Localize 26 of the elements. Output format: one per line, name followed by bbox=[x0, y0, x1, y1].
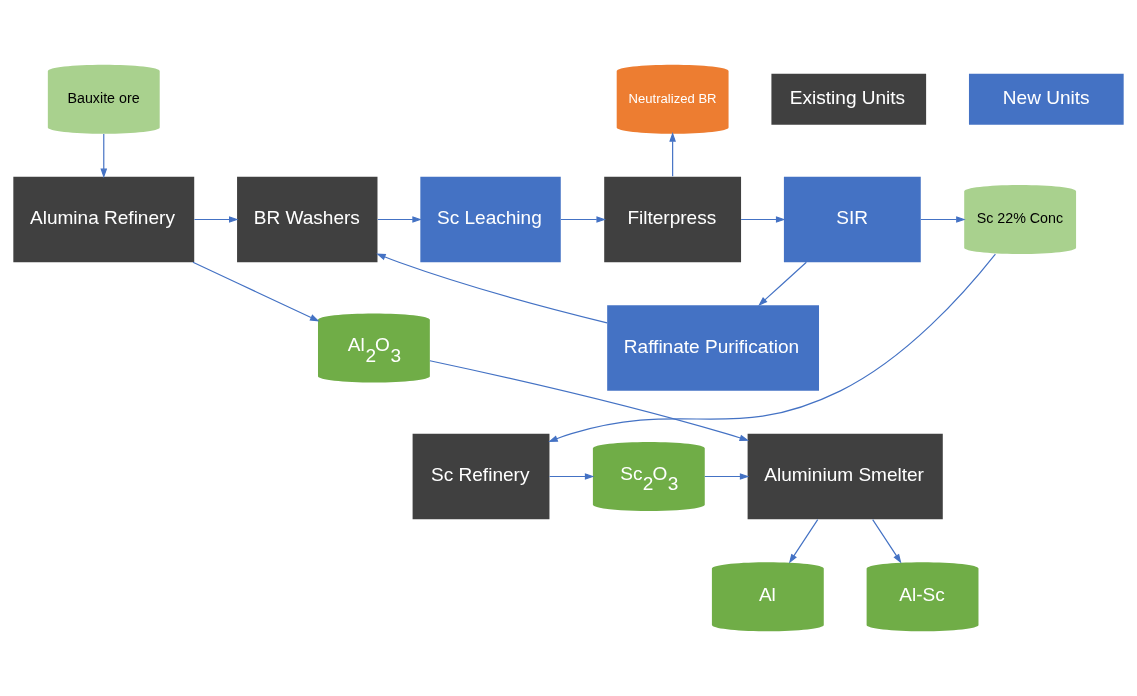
node-box: Sc Refinery bbox=[412, 433, 550, 520]
arrow bbox=[376, 253, 608, 324]
arrow bbox=[704, 473, 750, 480]
node-box: Sc Leaching bbox=[420, 176, 561, 263]
legend-label: Existing Units bbox=[789, 86, 906, 108]
arrow bbox=[192, 261, 320, 322]
arrow bbox=[788, 519, 819, 564]
arrow bbox=[872, 519, 902, 564]
arrow bbox=[740, 216, 786, 223]
arrow bbox=[560, 216, 606, 223]
arrow bbox=[920, 216, 966, 223]
arrow bbox=[429, 360, 750, 442]
node-box: Filterpress bbox=[604, 176, 742, 263]
legend-label: New Units bbox=[1002, 86, 1090, 108]
arrow bbox=[669, 132, 676, 177]
arrow bbox=[377, 216, 422, 223]
node-box: Aluminium Smelter bbox=[747, 433, 943, 520]
arrow bbox=[548, 253, 996, 442]
arrow bbox=[100, 133, 108, 179]
arrow bbox=[193, 216, 239, 223]
node-box: BR Washers bbox=[237, 176, 378, 263]
arrow bbox=[758, 261, 807, 306]
arrow bbox=[548, 473, 595, 480]
node-box: Alumina Refinery bbox=[13, 176, 195, 263]
node-box: SIR bbox=[783, 176, 921, 263]
node-box: Raffinate Purification bbox=[607, 305, 819, 391]
